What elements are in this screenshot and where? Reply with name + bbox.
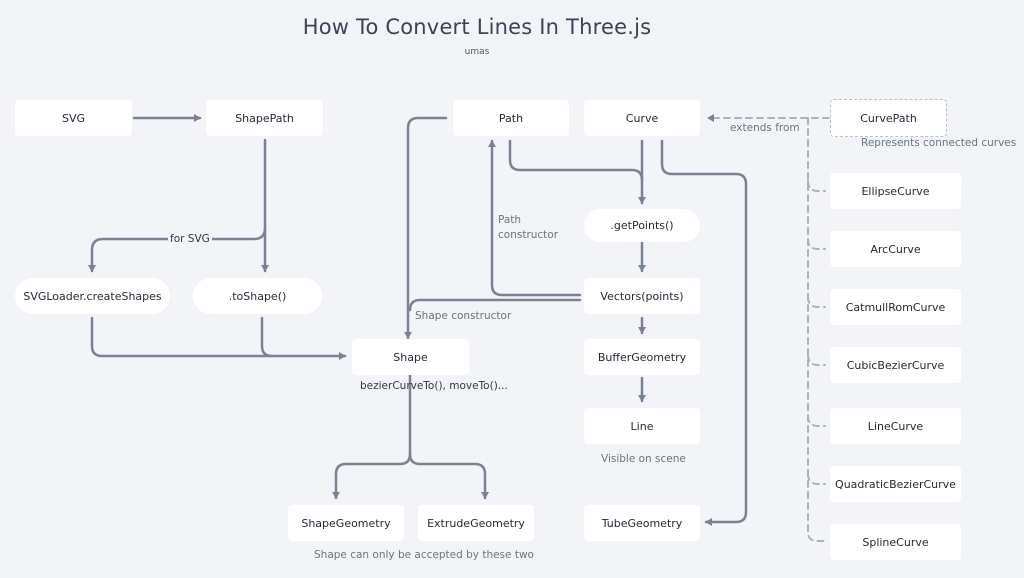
- connector-shape-fork: [332, 373, 412, 500]
- node-getpoints: .getPoints(): [584, 209, 700, 242]
- connector-svgloader-shape: [90, 316, 347, 360]
- label-shape-accepted: Shape can only be accepted by these two: [314, 549, 534, 561]
- connector-branch-cubic: [807, 354, 826, 366]
- page-subtitle: umas: [464, 47, 490, 57]
- node-line: Line: [584, 408, 700, 444]
- node-shape: Shape: [352, 339, 469, 375]
- node-shapepath: ShapePath: [206, 100, 323, 136]
- label-path-constructor-line1: Path: [498, 214, 522, 226]
- node-splinecurve: SplineCurve: [830, 524, 961, 560]
- node-catmullromcurve: CatmullRomCurve: [830, 289, 961, 325]
- node-toshape: .toShape(): [193, 278, 322, 314]
- node-svgloader: SVGLoader.createShapes: [15, 278, 170, 314]
- node-cubicbeziercurve: CubicBezierCurve: [830, 347, 961, 383]
- label-for-svg: for SVG: [168, 233, 212, 246]
- node-vectors: Vectors(points): [584, 278, 700, 314]
- connector-branch-linecurve: [807, 415, 826, 427]
- connector-branch-arc: [807, 238, 826, 250]
- connector-branch-quadratic: [807, 473, 826, 485]
- connector-path-shape: [404, 116, 448, 340]
- node-tubegeometry: TubeGeometry: [584, 505, 700, 541]
- node-curvepath: CurvePath: [830, 99, 947, 137]
- node-arccurve: ArcCurve: [830, 231, 961, 267]
- node-ellipsecurve: EllipseCurve: [830, 173, 961, 209]
- node-linecurve: LineCurve: [830, 408, 961, 444]
- connector-vectors-shape: [408, 298, 582, 312]
- connector-curve-subclass-trunk: [807, 117, 826, 542]
- label-represents-connected-curves: Represents connected curves: [861, 137, 1017, 149]
- connector-toshape-shape: [260, 316, 274, 358]
- node-path: Path: [453, 100, 569, 136]
- connector-path-getpoints: [508, 139, 644, 182]
- node-quadraticbeziercurve: QuadraticBezierCurve: [830, 466, 961, 502]
- label-extends-from: extends from: [730, 122, 800, 134]
- node-svg: SVG: [15, 100, 132, 136]
- connector-for-svg: [88, 226, 267, 273]
- connector-branch-ellipse: [807, 180, 826, 192]
- node-buffergeometry: BufferGeometry: [584, 339, 700, 375]
- connector-vectors-path: [488, 139, 582, 297]
- label-visible-on-scene: Visible on scene: [601, 453, 686, 465]
- label-path-constructor-line2: constructor: [498, 229, 559, 241]
- connector-curve-tube: [660, 139, 748, 526]
- node-curve: Curve: [584, 100, 700, 136]
- label-shape-methods: bezierCurveTo(), moveTo()...: [360, 380, 508, 392]
- connector-shape-extrude: [408, 452, 489, 500]
- label-shape-constructor: Shape constructor: [415, 310, 512, 322]
- page-title: How To Convert Lines In Three.js: [302, 15, 652, 39]
- node-extrudegeometry: ExtrudeGeometry: [418, 505, 534, 541]
- connector-branch-catmull: [807, 296, 826, 308]
- node-shapegeometry: ShapeGeometry: [288, 505, 404, 541]
